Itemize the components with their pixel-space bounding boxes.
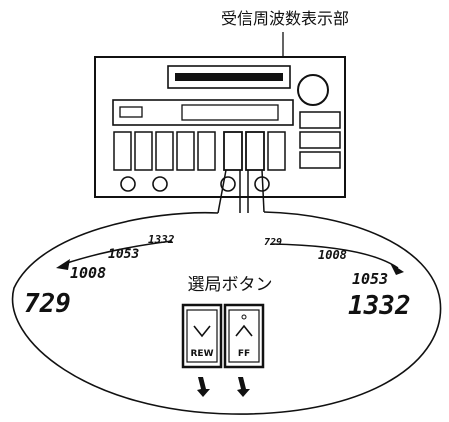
right-arrow-head <box>390 263 404 275</box>
rew-button[interactable]: REW <box>181 303 223 369</box>
volume-knob[interactable] <box>297 74 329 106</box>
preset-button-5[interactable] <box>197 131 216 171</box>
magnify-bubble <box>11 211 442 415</box>
preset-button-1[interactable] <box>113 131 132 171</box>
right-freq-1: 729 <box>264 237 282 248</box>
side-button-1[interactable] <box>299 111 341 129</box>
display-indicator <box>119 106 143 118</box>
cassette-slot-opening <box>175 73 283 81</box>
right-freq-2: 1008 <box>318 248 347 262</box>
ff-button-label: FF <box>238 349 250 359</box>
rew-button-label: REW <box>190 349 213 359</box>
knob-2[interactable] <box>152 176 168 192</box>
right-freq-3: 1053 <box>352 270 388 288</box>
right-freq-current: 1332 <box>348 291 411 321</box>
left-seek-arc <box>63 240 173 265</box>
ff-button[interactable]: FF <box>223 303 265 369</box>
seek-down-button-small[interactable] <box>223 131 243 171</box>
knob-1[interactable] <box>120 176 136 192</box>
left-arrow-head <box>56 259 70 270</box>
preset-button-4[interactable] <box>176 131 195 171</box>
left-freq-3: 1008 <box>70 264 106 282</box>
frequency-display-window <box>181 104 279 121</box>
display-callout-label: 受信周波数表示部 <box>221 9 349 28</box>
preset-button-3[interactable] <box>155 131 174 171</box>
connector-right-outer <box>261 169 265 213</box>
press-arrow-icon-right <box>237 377 250 397</box>
side-button-2[interactable] <box>299 131 341 149</box>
preset-button-2[interactable] <box>134 131 153 171</box>
chevron-down-icon <box>193 325 211 338</box>
chevron-up-icon <box>235 324 253 337</box>
connector-left-outer <box>217 169 227 214</box>
led-indicator <box>241 314 247 320</box>
seek-up-button-small[interactable] <box>245 131 265 171</box>
right-seek-arc <box>271 243 399 269</box>
left-freq-current: 729 <box>24 289 71 319</box>
radio-unit <box>94 56 346 198</box>
seek-buttons-label: 選局ボタン <box>188 275 273 295</box>
left-freq-2: 1053 <box>108 247 139 262</box>
preset-button-6[interactable] <box>267 131 286 171</box>
side-button-3[interactable] <box>299 151 341 169</box>
press-arrow-icon-left <box>197 377 210 397</box>
left-freq-1: 1332 <box>148 233 175 246</box>
